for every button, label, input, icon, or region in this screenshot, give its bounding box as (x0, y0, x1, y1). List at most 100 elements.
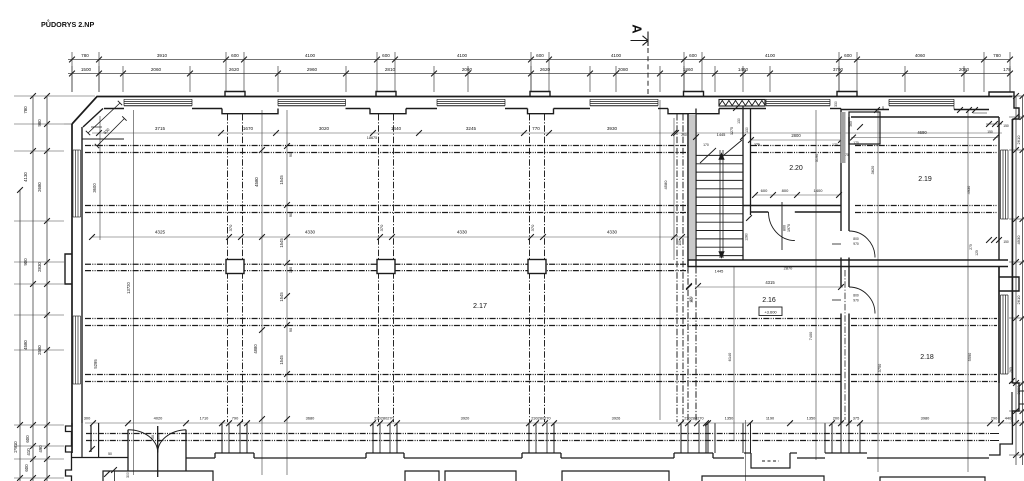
svg-text:3020: 3020 (319, 126, 330, 131)
svg-text:4580: 4580 (254, 177, 259, 187)
svg-text:2800: 2800 (791, 133, 801, 138)
svg-text:1860: 1860 (683, 67, 694, 72)
svg-text:2620: 2620 (540, 67, 551, 72)
svg-text:2*810: 2*810 (13, 441, 18, 453)
svg-text:1400: 1400 (814, 188, 824, 193)
svg-text:1545: 1545 (279, 355, 284, 365)
svg-text:+3.600: +3.600 (764, 310, 777, 315)
svg-text:4930: 4930 (966, 185, 971, 194)
svg-text:18675: 18675 (367, 136, 378, 140)
svg-text:360: 360 (849, 121, 853, 127)
svg-text:3790: 3790 (833, 67, 844, 72)
svg-text:4580: 4580 (663, 180, 668, 190)
svg-text:4100: 4100 (457, 53, 468, 58)
svg-text:170: 170 (703, 143, 709, 147)
svg-text:4330: 4330 (305, 230, 316, 235)
svg-text:970: 970 (853, 299, 859, 303)
svg-text:4330: 4330 (607, 230, 618, 235)
svg-text:5590: 5590 (967, 352, 972, 361)
svg-text:3680: 3680 (306, 416, 315, 421)
svg-text:780: 780 (23, 106, 28, 114)
svg-text:30: 30 (952, 106, 956, 110)
svg-text:1970: 1970 (787, 224, 791, 232)
svg-text:600: 600 (25, 435, 30, 443)
svg-text:290: 290 (991, 416, 998, 421)
svg-text:90: 90 (289, 213, 293, 217)
svg-text:200: 200 (681, 133, 687, 137)
svg-text:370: 370 (530, 224, 535, 231)
svg-text:170: 170 (832, 143, 838, 147)
svg-text:440: 440 (1005, 416, 1012, 421)
svg-text:800: 800 (853, 237, 859, 241)
svg-text:2580: 2580 (37, 345, 42, 355)
svg-text:780: 780 (81, 53, 89, 58)
svg-text:980: 980 (37, 119, 42, 127)
svg-text:2870: 2870 (784, 266, 793, 271)
svg-text:1280: 1280 (745, 233, 749, 241)
svg-text:3926: 3926 (612, 416, 621, 421)
svg-text:4100: 4100 (611, 53, 622, 58)
svg-text:770: 770 (532, 126, 540, 131)
svg-text:600: 600 (689, 53, 697, 58)
svg-text:800: 800 (853, 294, 859, 298)
svg-text:200: 200 (833, 416, 840, 421)
svg-text:90: 90 (289, 153, 293, 157)
svg-text:2810: 2810 (385, 67, 396, 72)
svg-text:270: 270 (969, 244, 973, 250)
svg-text:170: 170 (843, 153, 849, 157)
svg-text:2680: 2680 (37, 182, 42, 192)
svg-text:790: 790 (232, 416, 239, 421)
svg-text:130: 130 (745, 127, 749, 133)
svg-text:1440: 1440 (391, 126, 402, 131)
svg-text:6140: 6140 (727, 352, 732, 361)
svg-text:1500: 1500 (81, 67, 92, 72)
svg-text:13720: 13720 (126, 282, 131, 294)
svg-text:370: 370 (689, 296, 693, 302)
svg-text:800: 800 (783, 225, 787, 231)
svg-text:600: 600 (844, 53, 852, 58)
svg-text:4130: 4130 (23, 172, 28, 182)
svg-text:600: 600 (536, 53, 544, 58)
svg-text:1545: 1545 (279, 292, 284, 302)
svg-text:3600: 3600 (92, 183, 97, 193)
svg-text:7400: 7400 (808, 331, 813, 340)
svg-text:2080: 2080 (959, 67, 970, 72)
svg-text:600: 600 (382, 53, 390, 58)
svg-text:2.19: 2.19 (918, 176, 932, 183)
svg-text:1670: 1670 (243, 126, 254, 131)
svg-text:150: 150 (1003, 124, 1009, 128)
svg-text:970: 970 (853, 242, 859, 246)
svg-text:3715: 3715 (155, 126, 166, 131)
svg-text:2080: 2080 (618, 67, 629, 72)
svg-text:1350: 1350 (807, 416, 816, 421)
svg-text:50: 50 (108, 452, 112, 456)
svg-text:5295: 5295 (93, 359, 98, 369)
svg-text:3980: 3980 (921, 416, 930, 421)
svg-text:2060: 2060 (462, 67, 473, 72)
svg-text:4100: 4100 (305, 53, 316, 58)
svg-text:830: 830 (102, 126, 111, 135)
svg-text:2830: 2830 (37, 262, 42, 272)
svg-text:2.17: 2.17 (473, 301, 487, 310)
svg-text:750: 750 (151, 435, 155, 441)
svg-text:1445: 1445 (717, 132, 726, 137)
svg-text:170: 170 (853, 141, 859, 145)
svg-text:1275: 1275 (730, 127, 734, 135)
svg-text:300: 300 (84, 416, 91, 421)
svg-text:1460: 1460 (738, 67, 749, 72)
svg-text:1545: 1545 (279, 175, 284, 185)
svg-text:260: 260 (1009, 367, 1013, 373)
svg-text:4580: 4580 (23, 340, 28, 350)
svg-text:4330: 4330 (457, 230, 468, 235)
svg-text:3750: 3750 (877, 363, 882, 372)
svg-text:3245: 3245 (466, 126, 477, 131)
svg-text:600: 600 (24, 464, 29, 472)
svg-text:PŮDORYS 2.NP: PŮDORYS 2.NP (41, 19, 94, 29)
svg-text:2610: 2610 (1016, 135, 1021, 145)
svg-text:170: 170 (754, 143, 760, 147)
svg-text:120: 120 (975, 250, 979, 256)
svg-text:800: 800 (782, 188, 789, 193)
svg-text:2620: 2620 (229, 67, 240, 72)
svg-text:300: 300 (690, 297, 694, 303)
svg-text:1545: 1545 (279, 238, 284, 248)
